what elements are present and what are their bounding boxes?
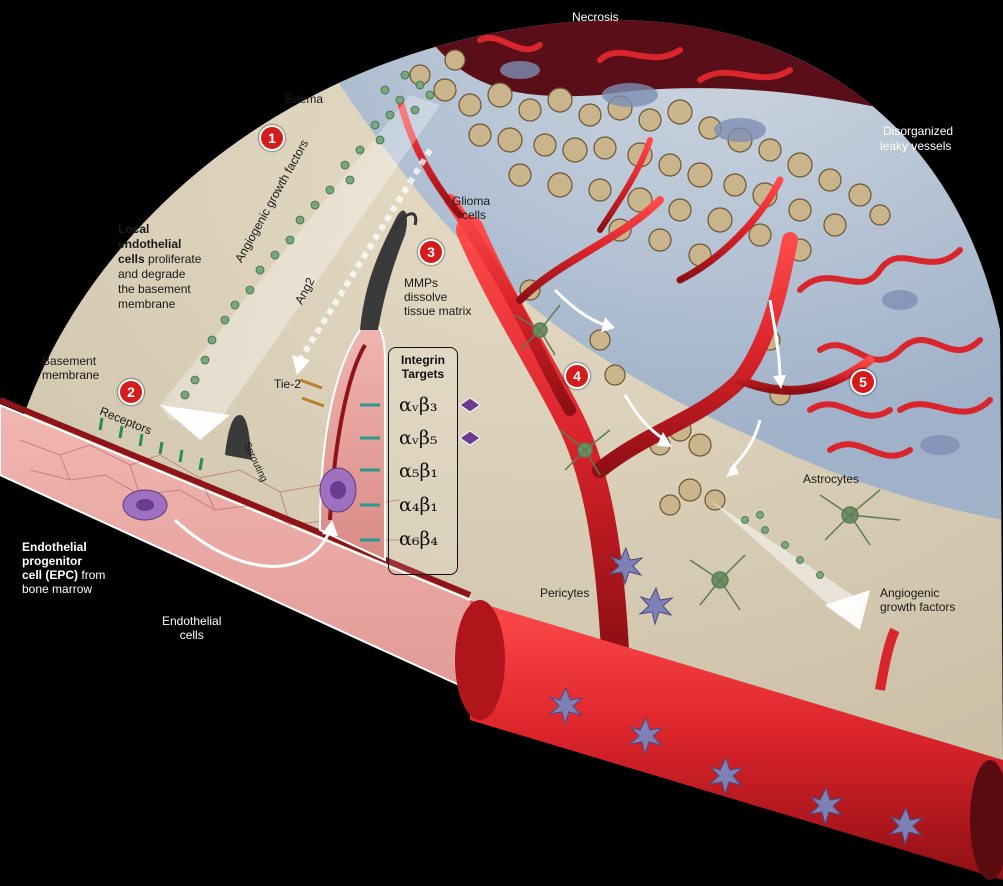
disorganized-vessels-label-1: Disorganized (883, 124, 953, 138)
integrin-item: αᵥβ₃ (399, 394, 438, 416)
local-endothelial-cells-label: Local endothelial cells proliferate and … (118, 222, 201, 312)
integrin-title-2: Targets (389, 368, 457, 381)
necrosis-label: Necrosis (572, 10, 619, 24)
glioma-cells-label-1: Glioma (452, 194, 490, 208)
step-2-badge: 2 (118, 379, 144, 405)
integrin-title-1: Integrin (389, 354, 457, 367)
mmps-label: MMPs dissolve tissue matrix (404, 276, 471, 318)
integrin-item: α₄β₁ (399, 494, 438, 516)
step-5-badge: 5 (850, 369, 876, 395)
integrin-item: αᵥβ₅ (399, 427, 438, 449)
tie2-label: Tie-2 (274, 377, 301, 391)
angiogenic-growth-factors-right-label: Angiogenic growth factors (880, 586, 955, 614)
step-4-badge: 4 (564, 363, 590, 389)
integrin-targets-box: Integrin Targets αᵥβ₃ αᵥβ₅ α₅β₁ α₄β₁ α₆β… (388, 347, 458, 575)
integrin-item: α₆β₄ (399, 528, 438, 550)
step-1-badge: 1 (259, 125, 285, 151)
pericytes-label: Pericytes (540, 586, 589, 600)
basement-membrane-label: Basement membrane (42, 354, 99, 382)
edema-label: Edema (285, 92, 323, 106)
epc-label: Endothelial progenitor cell (EPC) from b… (22, 540, 105, 596)
astrocytes-label: Astrocytes (803, 472, 859, 486)
glioma-cells-label-2: cells (462, 208, 486, 222)
endothelial-cells-label: Endothelial cells (162, 614, 221, 642)
integrin-item: α₅β₁ (399, 460, 438, 482)
step-3-badge: 3 (418, 239, 444, 265)
disorganized-vessels-label-2: leaky vessels (880, 139, 951, 153)
